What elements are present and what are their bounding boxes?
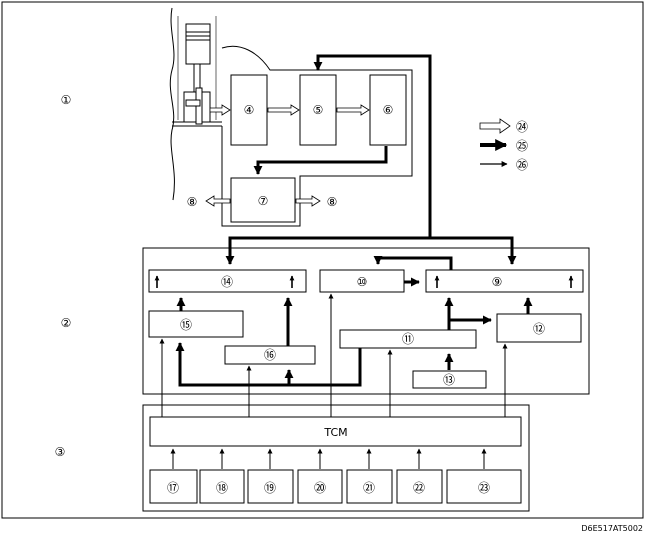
- sensor-box-19: [247, 469, 294, 504]
- hydraulic-line-6-to-7: [253, 146, 388, 175]
- engine-outline: [169, 7, 175, 201]
- tcm-label: TCM: [323, 426, 347, 439]
- sensor-box-21: [346, 469, 393, 504]
- section-2-frame: [142, 247, 590, 395]
- callout-14: ⑭: [221, 275, 233, 289]
- callout-9: ⑨: [492, 275, 503, 289]
- mechanical-power-arrows: [205, 104, 370, 207]
- hydraulic-lines: [175, 236, 533, 387]
- callout-21: ㉑: [363, 481, 375, 495]
- callout-23: ㉓: [478, 481, 490, 495]
- callout-22: ㉒: [413, 481, 425, 495]
- sensor-box-23: [446, 469, 522, 504]
- component-box-15: [148, 310, 244, 338]
- sensor-box-17: [149, 469, 198, 504]
- legend: ㉔ ㉕ ㉖: [479, 118, 528, 172]
- callout-7: ⑦: [258, 194, 269, 208]
- component-box-14: [148, 269, 307, 293]
- component-box-4: [230, 74, 268, 146]
- callout-20: ⑳: [314, 481, 326, 495]
- callout-5: ⑤: [313, 103, 324, 117]
- hydraulic-line-to-section-1: [313, 54, 432, 238]
- callout-2: ②: [61, 316, 72, 330]
- component-box-7: [230, 177, 296, 223]
- sensor-box-22: [396, 469, 443, 504]
- callout-8-left: ⑧: [187, 195, 198, 209]
- component-box-9: [425, 269, 584, 293]
- legend-hollow-arrow-icon: [479, 118, 511, 134]
- legend-callout-26: ㉖: [516, 158, 528, 172]
- outer-frame: [1, 1, 644, 519]
- tcm-control-lines: [159, 293, 508, 417]
- sensor-signal-arrows: [170, 448, 487, 469]
- callout-3: ③: [55, 445, 66, 459]
- legend-callout-24: ㉔: [516, 120, 528, 134]
- component-box-12: [496, 313, 582, 343]
- callout-1: ①: [61, 93, 72, 107]
- callout-8-right: ⑧: [327, 195, 338, 209]
- section-3-frame: [142, 404, 530, 512]
- figure-code: D6E517AT5002: [581, 524, 643, 533]
- callout-18: ⑱: [216, 481, 228, 495]
- callout-10: ⑩: [357, 275, 368, 289]
- component-box-6: [369, 74, 407, 146]
- callout-13: ⑬: [443, 373, 455, 387]
- transmission-housing: [221, 45, 413, 227]
- sensor-box-20: [297, 469, 343, 504]
- section-3-electronic-control: TCM ⑰ ⑱ ⑲ ⑳ ㉑ ㉒ ㉓: [142, 293, 530, 512]
- tcm-box: [149, 416, 522, 447]
- section-1-mechanical: ④ ⑤ ⑥ ⑦ ⑧ ⑧: [169, 7, 432, 238]
- callout-17: ⑰: [167, 481, 179, 495]
- component-box-5: [299, 74, 337, 146]
- sensor-box-18: [199, 469, 245, 504]
- callout-16: ⑯: [264, 348, 276, 362]
- callout-12: ⑫: [533, 322, 545, 336]
- callout-15: ⑮: [180, 318, 192, 332]
- component-box-11: [339, 329, 477, 349]
- callout-11: ⑪: [402, 332, 414, 346]
- section-2-hydraulic-control: ⑭ ⑩ ⑨ ⑮ ⑯ ⑪ ⑫ ⑬: [142, 236, 590, 395]
- component-box-13: [412, 370, 487, 389]
- callout-6: ⑥: [383, 103, 394, 117]
- component-box-16: [224, 345, 316, 365]
- piston-icon: [177, 16, 217, 125]
- callout-4: ④: [244, 103, 255, 117]
- callout-19: ⑲: [264, 481, 276, 495]
- legend-callout-25: ㉕: [516, 139, 528, 153]
